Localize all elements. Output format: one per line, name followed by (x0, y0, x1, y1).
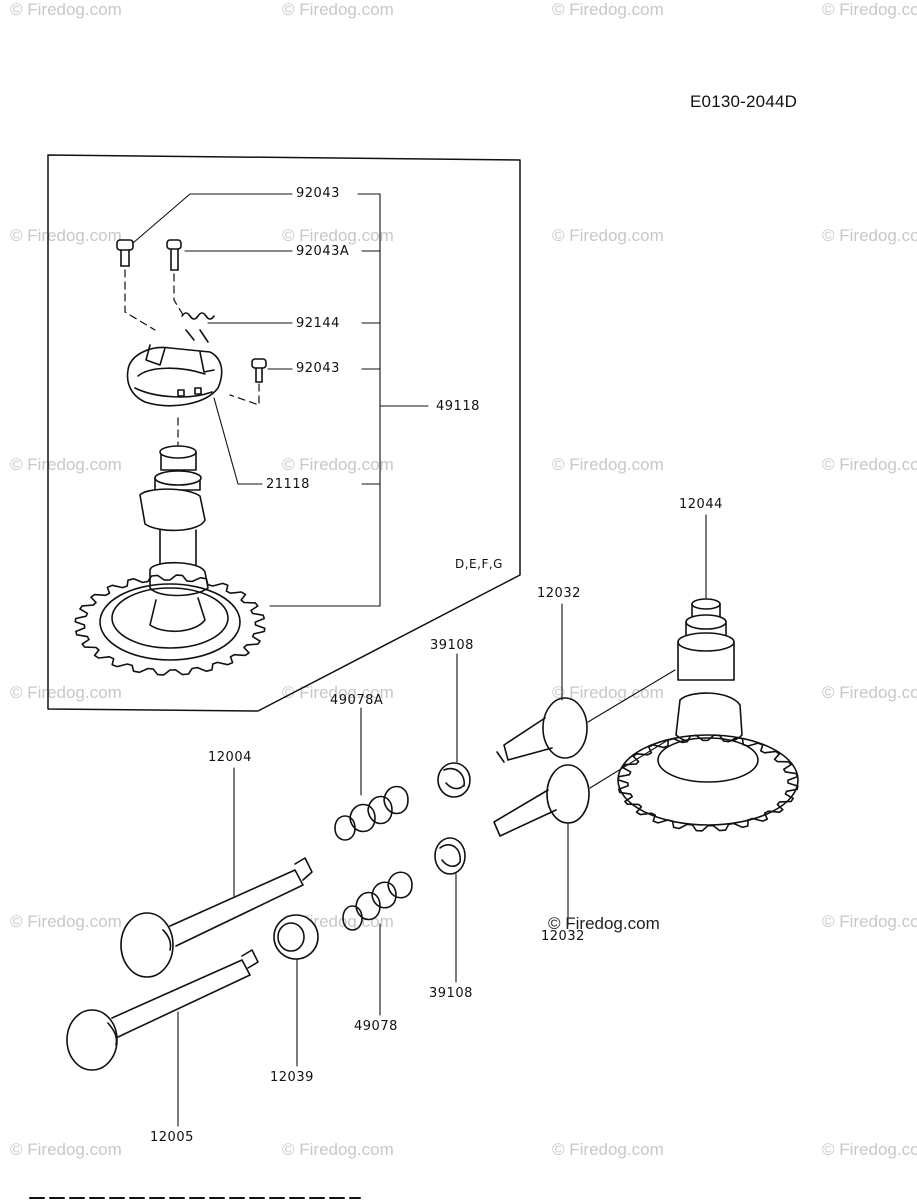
spring-49078A (335, 787, 408, 841)
part-label-12032[interactable]: 12032 (541, 929, 585, 944)
part-label-12044[interactable]: 12044 (679, 497, 723, 512)
part-label-92144[interactable]: 92144 (296, 316, 340, 331)
spring-49078 (343, 872, 412, 930)
watermark: © Firedog.com (822, 455, 917, 474)
part-label-12032[interactable]: 12032 (537, 586, 581, 601)
part-label-92043[interactable]: 92043 (296, 186, 340, 201)
retainer-39108-top (438, 763, 470, 797)
part-label-21118[interactable]: 21118 (266, 477, 310, 492)
watermark: © Firedog.com (10, 912, 122, 931)
watermark: © Firedog.com (552, 0, 664, 19)
inset-gear (100, 584, 240, 660)
valve-12032-top (497, 698, 587, 762)
alignment-lines (125, 270, 259, 445)
bolt-92043A (167, 240, 181, 270)
part-label-49118[interactable]: 49118 (436, 399, 480, 414)
part-label-49078A[interactable]: 49078A (330, 693, 384, 708)
valve-12005 (67, 950, 258, 1070)
watermark: © Firedog.com (552, 226, 664, 245)
bolt-92043-mid (252, 359, 266, 382)
bottom-watermark: © Firedog.com (548, 914, 660, 933)
part-label-12039[interactable]: 12039 (270, 1070, 314, 1085)
part-label-92043[interactable]: 92043 (296, 361, 340, 376)
watermark: © Firedog.com (10, 683, 122, 702)
retainer-39108-bottom (435, 838, 465, 874)
valve-12004 (121, 858, 312, 977)
camshaft-12044 (618, 599, 798, 825)
inset-frame (48, 155, 520, 711)
watermark: © Firedog.com (10, 0, 122, 19)
governor-plate-21118 (128, 345, 222, 406)
watermark: © Firedog.com (822, 0, 917, 19)
diagram-code: E0130-2044D (690, 92, 798, 111)
bolt-92043-top (117, 240, 133, 266)
watermark: © Firedog.com (10, 1140, 122, 1159)
watermark: © Firedog.com (10, 455, 122, 474)
watermark: © Firedog.com (282, 0, 394, 19)
watermark: © Firedog.com (552, 1140, 664, 1159)
watermark: © Firedog.com (552, 683, 664, 702)
seal-12039 (274, 915, 318, 959)
watermark: © Firedog.com (552, 455, 664, 474)
gear-teeth-12044 (618, 735, 798, 831)
watermark: © Firedog.com (10, 226, 122, 245)
valve-12032-bottom (494, 765, 589, 836)
watermark: © Firedog.com (822, 683, 917, 702)
part-label-39108[interactable]: 39108 (429, 986, 473, 1001)
watermark: © Firedog.com (822, 912, 917, 931)
part-label-12005[interactable]: 12005 (150, 1130, 194, 1145)
watermark: © Firedog.com (282, 683, 394, 702)
watermark: © Firedog.com (282, 1140, 394, 1159)
watermark: © Firedog.com (822, 226, 917, 245)
spring-92144 (182, 313, 214, 342)
watermark: © Firedog.com (282, 455, 394, 474)
part-label-49078[interactable]: 49078 (354, 1019, 398, 1034)
variant-note: D,E,F,G (455, 557, 503, 571)
watermark: © Firedog.com (822, 1140, 917, 1159)
watermark: © Firedog.com (282, 226, 394, 245)
inset-camshaft (140, 446, 208, 631)
part-label-39108[interactable]: 39108 (430, 638, 474, 653)
part-label-12004[interactable]: 12004 (208, 750, 252, 765)
gear-teeth-inset (75, 575, 265, 675)
part-label-92043A[interactable]: 92043A (296, 244, 350, 259)
leader-lines (133, 194, 706, 1126)
